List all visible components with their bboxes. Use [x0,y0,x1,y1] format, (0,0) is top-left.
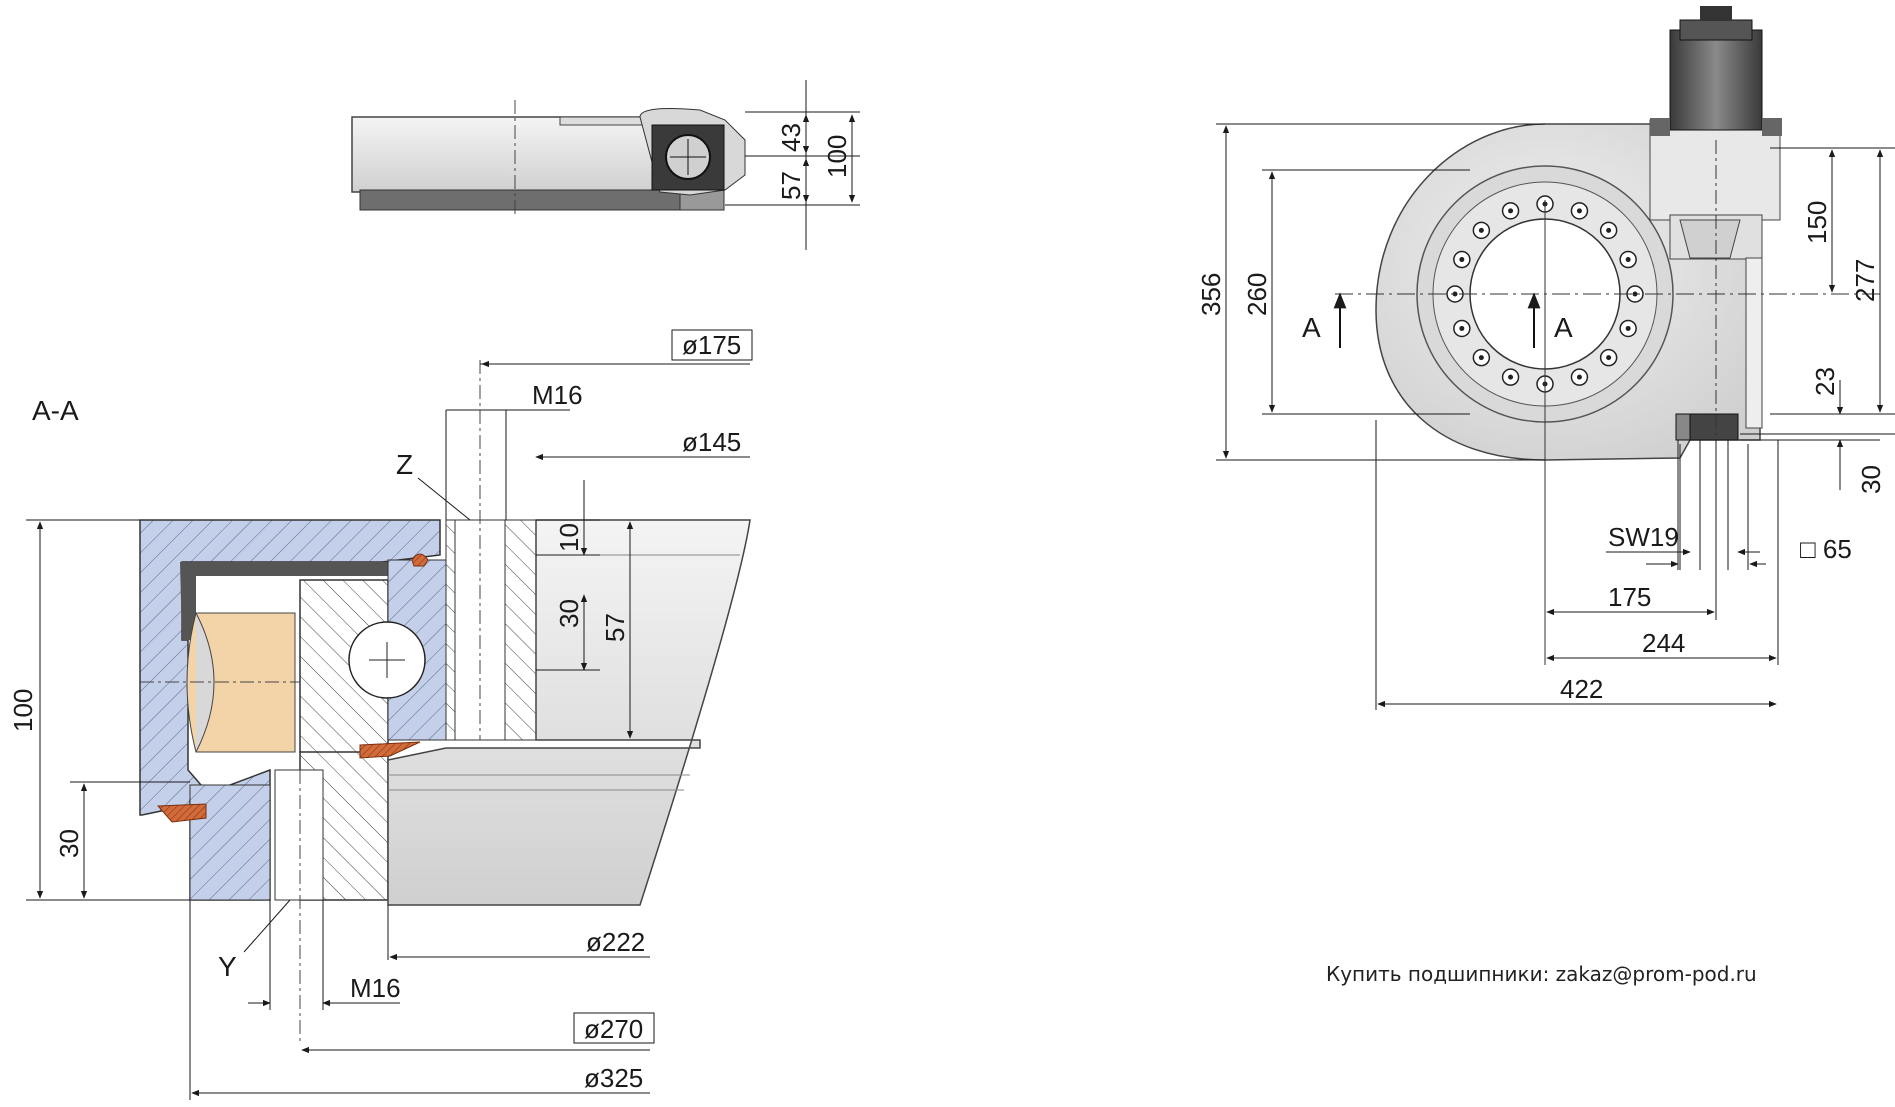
bolt-hole-center [1459,257,1465,263]
dim-57-section: 57 [600,613,630,642]
motor [1669,29,1763,131]
dim-150: 150 [1802,201,1832,244]
bolt-hole-center [1606,355,1612,361]
section-title: A-A [32,395,79,426]
bolt-hole-center [1632,291,1638,297]
dim-175-front: 175 [1608,582,1651,612]
dim-d175: ø175 [682,330,741,360]
dim-30-front: 30 [1856,465,1886,494]
dim-422: 422 [1560,674,1603,704]
dim-175-frame [671,329,753,361]
seal-top [411,553,429,567]
dim-10: 10 [554,523,584,552]
top-view: 43 57 100 [351,80,860,250]
bolt-hole-center [1478,227,1484,233]
bolt-hole-center [1459,325,1465,331]
dim-356: 356 [1196,273,1226,316]
label-y: Y [218,951,237,982]
bolt-hole-center [1606,227,1612,233]
dim-30-inner: 30 [554,599,584,628]
section-mark-left: A [1302,312,1321,343]
dim-d222: ø222 [586,927,645,957]
section-a-a: A-A ø175 [8,329,753,1100]
bolt-hole-center [1478,355,1484,361]
dim-260: 260 [1242,273,1272,316]
drive-nut [1689,413,1739,441]
front-view: A A 356 260 150 277 23 30 SW19 [1196,6,1895,710]
bolt-hole-center [1625,325,1631,331]
bolt-hole-center [1576,208,1582,214]
bolt-hole-center [1625,257,1631,263]
footer-note: Купить подшипники: zakaz@prom-pod.ru [1326,962,1757,986]
dim-277: 277 [1850,259,1880,302]
dim-244: 244 [1642,628,1685,658]
dim-30-section: 30 [54,829,84,858]
bolt-hole-center [1576,374,1582,380]
bolt-hole-center [1452,291,1458,297]
dim-100-section: 100 [8,689,38,732]
dim-m16-top: M16 [532,380,583,410]
bolt-hole-center [1508,208,1514,214]
dim-d270: ø270 [584,1014,643,1044]
dim-d145: ø145 [682,427,741,457]
dim-57: 57 [776,171,806,200]
dim-d325: ø325 [584,1063,643,1093]
dim-43: 43 [776,123,806,152]
bolt-circle [1446,195,1644,393]
seal-right [359,741,421,759]
label-z: Z [396,449,413,480]
dim-100: 100 [822,135,852,178]
dim-270-frame [573,1012,655,1044]
dim-sq65: □ 65 [1800,534,1852,564]
dim-sw19: SW19 [1608,522,1679,552]
bolt-hole-center [1508,374,1514,380]
dim-m16-bottom: M16 [350,973,401,1003]
dim-23: 23 [1810,367,1840,396]
seal-left [156,803,207,823]
section-mark-right: A [1554,312,1573,343]
